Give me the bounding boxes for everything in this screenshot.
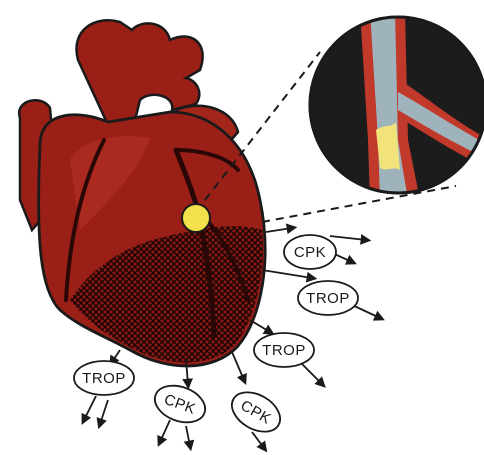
svg-text:TROP: TROP bbox=[82, 370, 126, 387]
artery-inset bbox=[310, 10, 484, 200]
cpk-label-3: CPK bbox=[225, 384, 287, 439]
svg-text:CPK: CPK bbox=[294, 244, 326, 261]
trop-label-2: TROP bbox=[254, 333, 314, 367]
plaque bbox=[376, 122, 400, 170]
trop-label-3: TROP bbox=[74, 361, 134, 395]
trop-label-1: TROP bbox=[298, 281, 358, 315]
svg-text:TROP: TROP bbox=[262, 342, 306, 359]
heart bbox=[19, 20, 265, 366]
cpk-label-1: CPK bbox=[284, 235, 336, 269]
occlusion-marker bbox=[182, 204, 210, 232]
cpk-label-2: CPK bbox=[150, 379, 210, 429]
svg-text:TROP: TROP bbox=[306, 290, 350, 307]
